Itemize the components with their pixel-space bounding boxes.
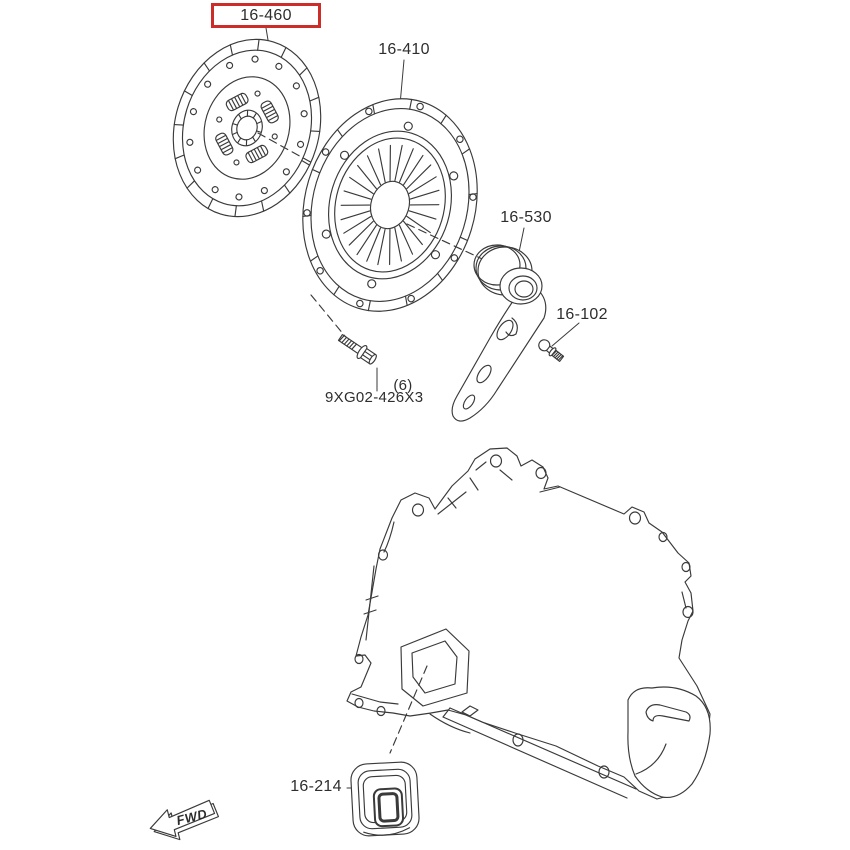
part-label-16-410[interactable]: 16-410	[378, 41, 430, 58]
part-label-16-102[interactable]: 16-102	[556, 306, 608, 323]
clutch-cover-drawing	[302, 98, 478, 312]
alignment-dashed-lines	[257, 132, 315, 165]
clutch-disc-drawing	[172, 38, 322, 218]
alignment-dashed-lines	[389, 665, 428, 754]
pivot-bolt-drawing	[538, 339, 565, 362]
part-label-16-460[interactable]: 16-460	[240, 6, 292, 24]
fwd-label: FWD	[175, 806, 209, 828]
boot-drawing	[350, 761, 420, 837]
part-label-16-214[interactable]: 16-214	[290, 778, 342, 795]
release-fork-drawing	[451, 287, 547, 422]
transmission-case-drawing	[346, 447, 711, 800]
part-quantity-label: (6)	[393, 377, 413, 394]
fwd-arrow-icon: FWD	[149, 799, 220, 841]
highlight-box-16-460[interactable]: 16-460	[211, 3, 321, 28]
release-bearing-drawing	[473, 244, 543, 305]
flange-bolt-drawing	[337, 333, 377, 365]
part-label-9XG02-426X3[interactable]: 9XG02-426X3	[325, 389, 424, 406]
part-label-16-530[interactable]: 16-530	[500, 209, 552, 226]
